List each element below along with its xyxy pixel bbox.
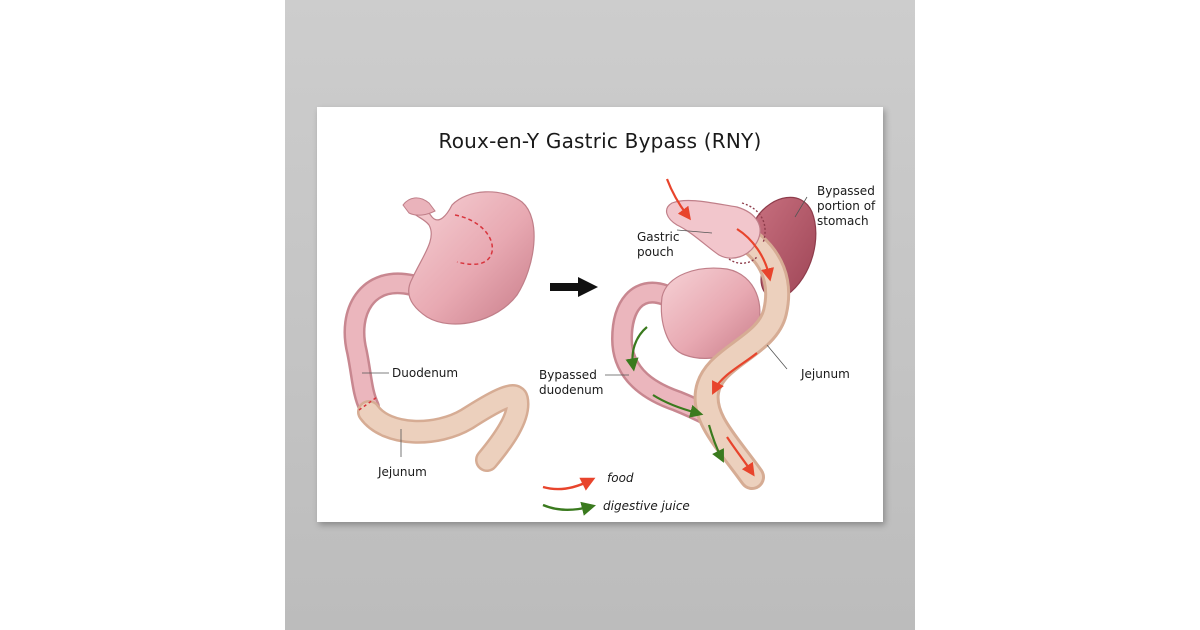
label-bypassed-stomach: Bypassed portion of stomach xyxy=(817,184,876,228)
bypassed-stomach-leader xyxy=(794,196,808,218)
juice-flow-arrows xyxy=(625,326,724,463)
diagram-illustration xyxy=(343,178,817,516)
poster: Roux-en-Y Gastric Bypass (RNY) Duodenum … xyxy=(317,107,883,522)
gastric-pouch-leader xyxy=(676,229,713,234)
jejunum-right-leader xyxy=(766,344,788,370)
label-jejunum-right: Jejunum xyxy=(801,367,850,381)
legend-juice-arrow xyxy=(542,501,596,516)
legend-food-arrow xyxy=(542,477,596,491)
label-bypassed-duodenum: Bypassed duodenum xyxy=(539,368,604,397)
label-duodenum: Duodenum xyxy=(392,366,459,380)
legend-food-label: food xyxy=(607,471,634,485)
normal-stomach xyxy=(343,191,535,472)
label-gastric-pouch: Gastric pouch xyxy=(637,230,680,259)
legend-juice-label: digestive juice xyxy=(603,499,690,513)
diagram-title: Roux-en-Y Gastric Bypass (RNY) xyxy=(438,129,762,153)
label-jejunum-left: Jejunum xyxy=(378,465,427,479)
food-flow-arrows xyxy=(665,178,775,477)
transform-arrow xyxy=(550,277,598,297)
